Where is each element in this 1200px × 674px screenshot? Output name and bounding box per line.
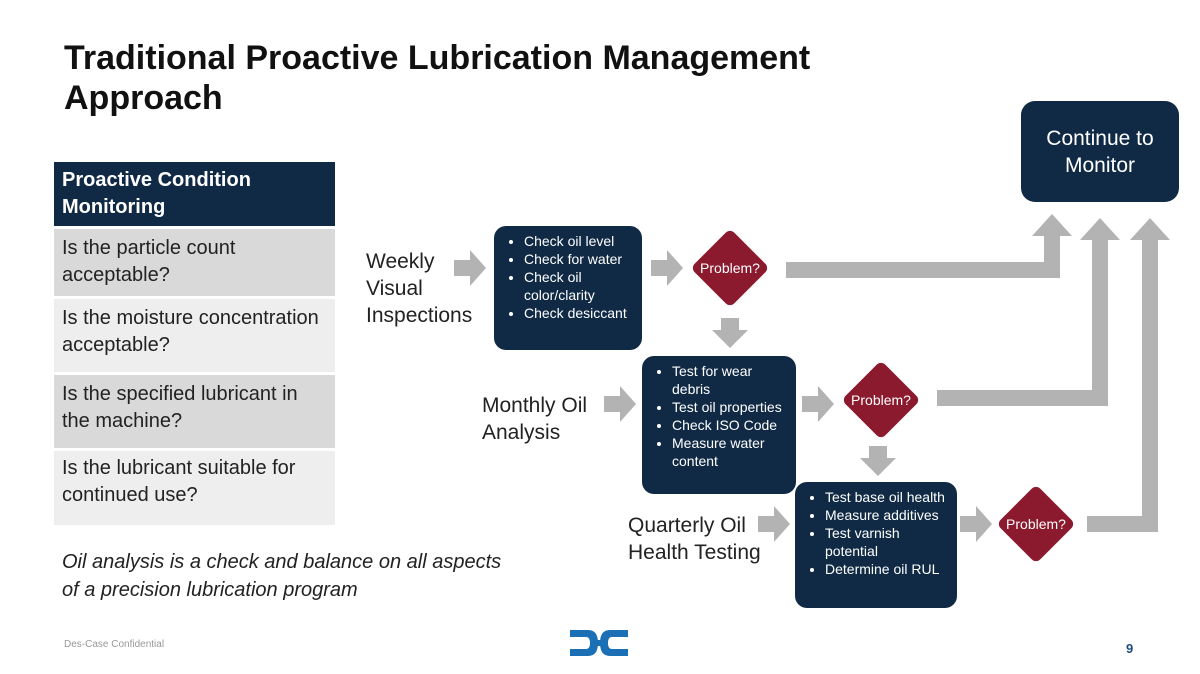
list-item: Test oil properties <box>672 398 788 416</box>
list-item: Determine oil RUL <box>825 560 949 578</box>
list-item: Check desiccant <box>524 304 634 322</box>
table-row: Is the specified lubricant in the machin… <box>54 372 335 448</box>
arrow-down-2 <box>860 446 896 476</box>
list-item: Measure water content <box>672 434 788 470</box>
quarterly-tests-box: Test base oil health Measure additives T… <box>795 482 957 608</box>
table-row: Is the lubricant suitable for continued … <box>54 448 335 525</box>
quarterly-label: Quarterly Oil Health Testing <box>628 514 761 564</box>
confidential-label: Des-Case Confidential <box>64 639 165 650</box>
table-row: Is the moisture concentration acceptable… <box>54 296 335 372</box>
arrow-weekly-out <box>651 250 683 286</box>
arrow-problem3-to-monitor <box>1087 218 1170 532</box>
list-item: Test for wear debris <box>672 362 788 398</box>
slide-title: Traditional Proactive Lubrication Manage… <box>64 39 811 117</box>
page-number: 9 <box>1126 641 1134 656</box>
problem-decision-3: Problem? <box>996 484 1076 564</box>
monthly-tests-box: Test for wear debris Test oil properties… <box>642 356 796 494</box>
problem-label: Problem? <box>851 392 911 408</box>
weekly-checks-box: Check oil level Check for water Check oi… <box>494 226 642 350</box>
arrow-monthly-in <box>604 386 636 422</box>
list-item: Test base oil health <box>825 488 949 506</box>
weekly-label: Weekly Visual Inspections <box>366 250 473 327</box>
company-logo-icon <box>570 630 628 656</box>
list-item: Check ISO Code <box>672 416 788 434</box>
list-item: Check oil color/clarity <box>524 268 634 304</box>
list-item: Check oil level <box>524 232 634 250</box>
arrow-monthly-out <box>802 386 834 422</box>
list-item: Measure additives <box>825 506 949 524</box>
problem-decision-1: Problem? <box>690 228 770 308</box>
footnote: Oil analysis is a check and balance on a… <box>62 551 502 601</box>
arrow-quarterly-out <box>960 506 992 542</box>
list-item: Check for water <box>524 250 634 268</box>
arrow-weekly-in <box>454 250 486 286</box>
arrow-problem2-to-monitor <box>937 218 1120 406</box>
continue-to-monitor-box: Continue to Monitor <box>1021 101 1179 202</box>
arrow-quarterly-in <box>758 506 790 542</box>
monthly-label: Monthly Oil Analysis <box>482 394 588 444</box>
problem-label: Problem? <box>700 260 760 276</box>
table-row: Is the particle count acceptable? <box>54 226 335 296</box>
list-item: Test varnish potential <box>825 524 949 560</box>
condition-monitoring-table: Proactive Condition Monitoring Is the pa… <box>54 162 335 525</box>
arrow-down-1 <box>712 318 748 348</box>
arrow-problem1-to-monitor <box>786 214 1072 278</box>
table-header: Proactive Condition Monitoring <box>54 162 335 226</box>
problem-decision-2: Problem? <box>841 360 921 440</box>
problem-label: Problem? <box>1006 516 1066 532</box>
